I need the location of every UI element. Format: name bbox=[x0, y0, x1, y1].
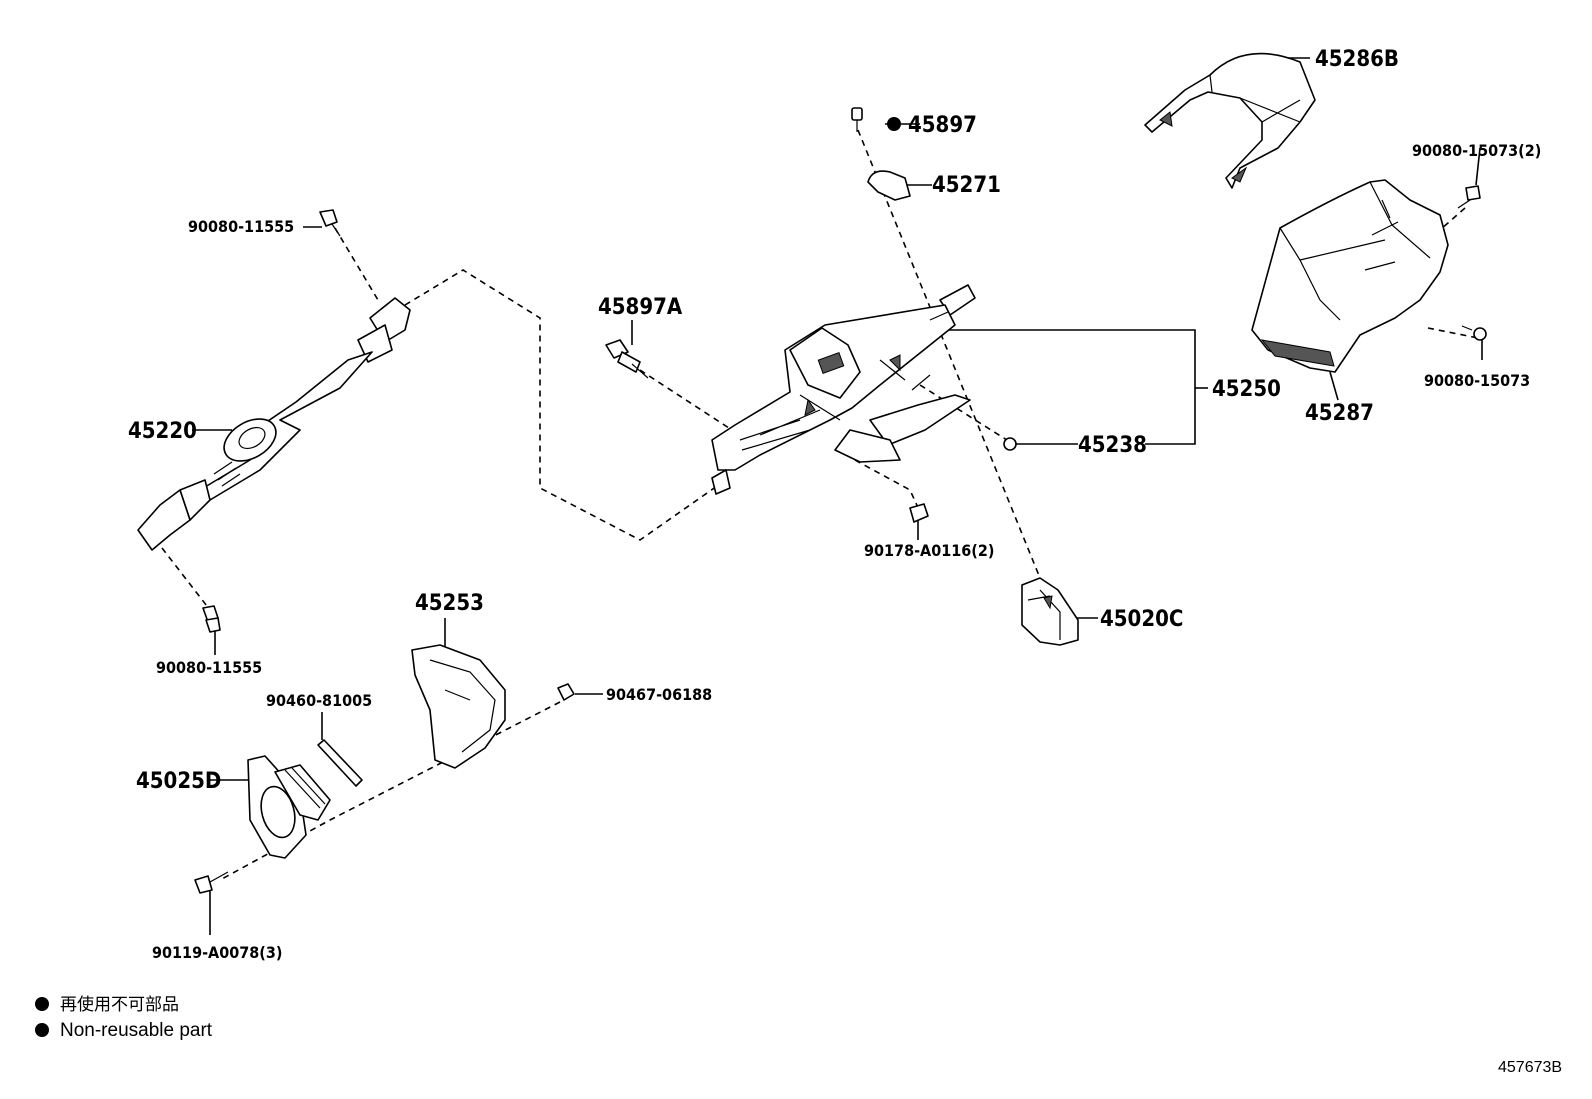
intermediate-shaft[interactable] bbox=[137, 297, 411, 551]
screw-90080-15073-2[interactable] bbox=[1457, 185, 1481, 209]
label-90080-11555-bottom: 90080-11555 bbox=[156, 658, 262, 677]
label-45238: 45238 bbox=[1078, 433, 1147, 458]
dashed-reference-lines bbox=[161, 129, 1479, 881]
bolt-90119-A0078[interactable] bbox=[194, 871, 229, 894]
bracket-45271[interactable] bbox=[867, 170, 911, 201]
screw-90080-15073[interactable] bbox=[1461, 325, 1487, 341]
steering-column-boot[interactable] bbox=[247, 755, 331, 859]
part-labels: 45286B 45897 45271 90080-15073(2) 90080-… bbox=[128, 47, 1541, 962]
label-45897: 45897 bbox=[908, 113, 977, 138]
screw-45238[interactable] bbox=[1003, 437, 1017, 451]
label-90080-15073: 90080-15073 bbox=[1424, 371, 1530, 390]
label-45287: 45287 bbox=[1305, 401, 1374, 426]
label-90178-A0116: 90178-A0116(2) bbox=[864, 541, 994, 560]
bolt-90080-11555-bottom[interactable] bbox=[202, 605, 221, 633]
label-45253: 45253 bbox=[415, 591, 484, 616]
non-reusable-bolt-45897[interactable] bbox=[851, 107, 901, 132]
label-45220: 45220 bbox=[128, 419, 197, 444]
legend-english: Non-reusable part bbox=[60, 1020, 213, 1041]
diagram-reference-number: 457673B bbox=[1498, 1059, 1562, 1076]
key-lock-assembly[interactable] bbox=[1021, 577, 1079, 646]
label-90460-81005: 90460-81005 bbox=[266, 691, 372, 710]
legend-japanese: 再使用不可部品 bbox=[60, 994, 179, 1015]
legend-marker-icon bbox=[35, 1023, 49, 1037]
label-90467-06188: 90467-06188 bbox=[606, 685, 712, 704]
label-45897A: 45897A bbox=[598, 295, 683, 320]
label-45250: 45250 bbox=[1212, 377, 1281, 402]
label-90080-15073-2: 90080-15073(2) bbox=[1412, 141, 1541, 160]
non-reusable-marker-icon bbox=[887, 117, 901, 131]
bolt-45897A[interactable] bbox=[605, 339, 649, 379]
steering-column-assembly[interactable] bbox=[711, 284, 976, 495]
leader-lines bbox=[192, 57, 1483, 935]
label-45286B: 45286B bbox=[1315, 47, 1399, 72]
upper-column-cover[interactable] bbox=[1144, 52, 1316, 189]
nut-90178-A0116[interactable] bbox=[909, 503, 929, 523]
label-90119-A0078-3: 90119-A0078(3) bbox=[152, 943, 282, 962]
label-90080-11555-top: 90080-11555 bbox=[188, 217, 294, 236]
legend-marker-icon bbox=[35, 997, 49, 1011]
seal-ring-90460-81005[interactable] bbox=[317, 739, 363, 787]
label-45025D: 45025D bbox=[136, 769, 221, 794]
column-hole-cover[interactable] bbox=[411, 644, 506, 769]
label-45020C: 45020C bbox=[1100, 607, 1183, 632]
clip-90467-06188[interactable] bbox=[557, 683, 575, 701]
lower-column-cover[interactable] bbox=[1251, 179, 1449, 373]
label-45271: 45271 bbox=[932, 173, 1001, 198]
legend: 再使用不可部品 Non-reusable part bbox=[35, 994, 213, 1041]
bolt-90080-11555-top[interactable] bbox=[319, 209, 341, 237]
